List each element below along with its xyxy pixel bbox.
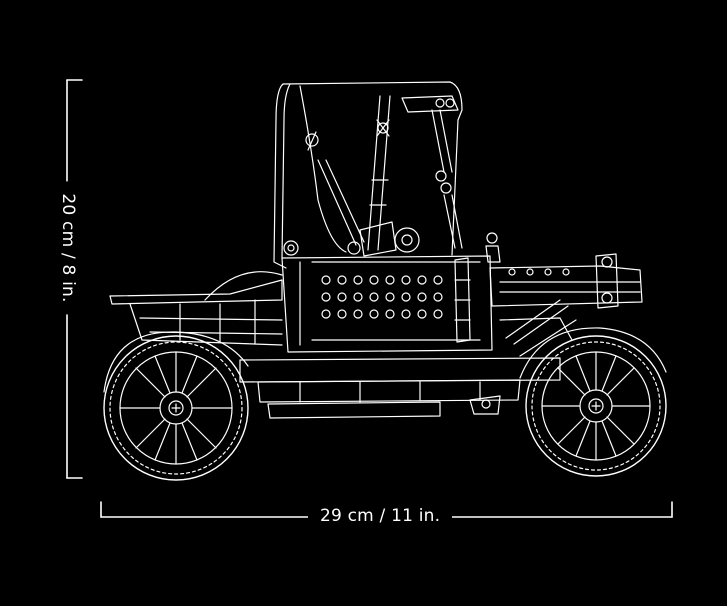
front-wheel-spokes	[541, 351, 651, 461]
height-dimension-label: 20 cm / 8 in.	[58, 181, 78, 315]
width-dimension-label: 29 cm / 11 in.	[308, 506, 453, 526]
fenders	[103, 327, 667, 393]
roof-struts	[317, 95, 463, 251]
rear-wheel	[103, 335, 249, 481]
steering-area	[347, 221, 420, 257]
chassis	[239, 357, 561, 419]
body-studs	[321, 275, 443, 319]
car-body	[281, 255, 493, 353]
front-wheel	[525, 335, 667, 477]
car-roof	[273, 81, 463, 269]
front-hood	[485, 232, 643, 357]
rear-wheel-spokes	[119, 351, 233, 465]
